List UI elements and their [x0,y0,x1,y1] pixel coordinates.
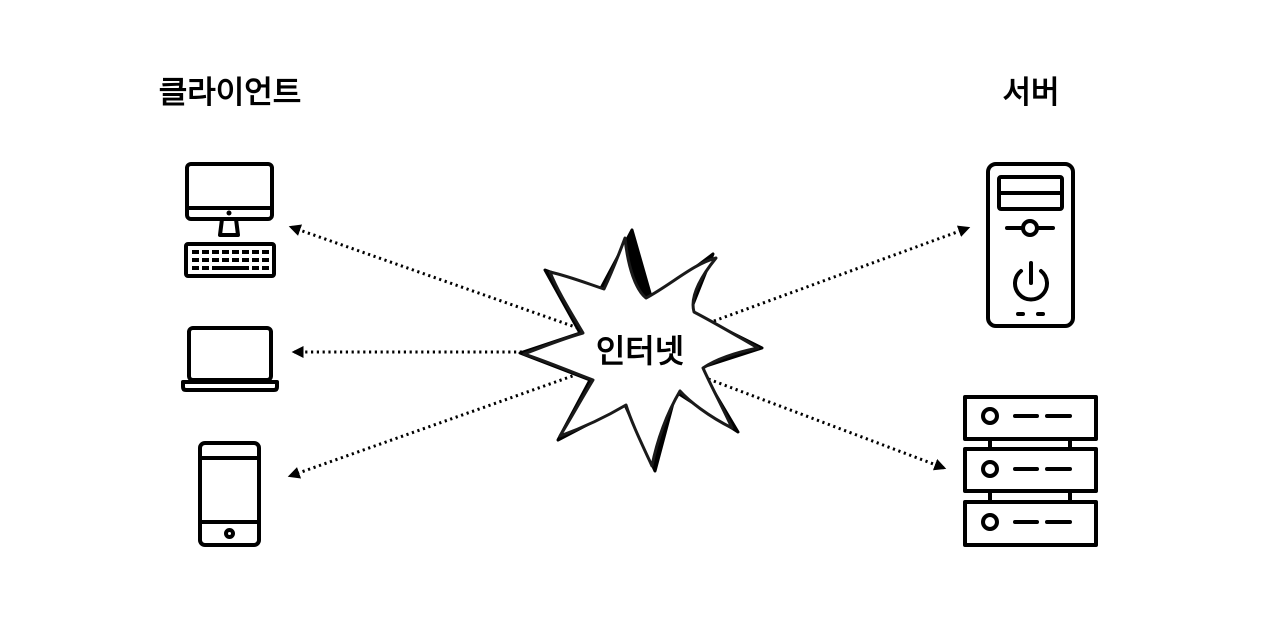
connection-lines [287,224,971,479]
internet-burst-icon: 인터넷 [518,228,764,473]
rack-server-icon [963,395,1098,547]
desktop-computer-icon [184,162,276,278]
connection-internet-tower-server [702,225,971,327]
connection-internet-rack-server [702,375,947,471]
clients-heading: 클라이언트 [159,75,302,111]
connection-internet-desktop [288,224,579,330]
tower-server-icon [986,162,1075,328]
internet-label: 인터넷 [596,332,684,370]
connection-internet-tablet [287,372,579,479]
laptop-icon [181,326,279,392]
servers-heading: 서버 [1002,75,1059,111]
tablet-icon [198,441,261,547]
